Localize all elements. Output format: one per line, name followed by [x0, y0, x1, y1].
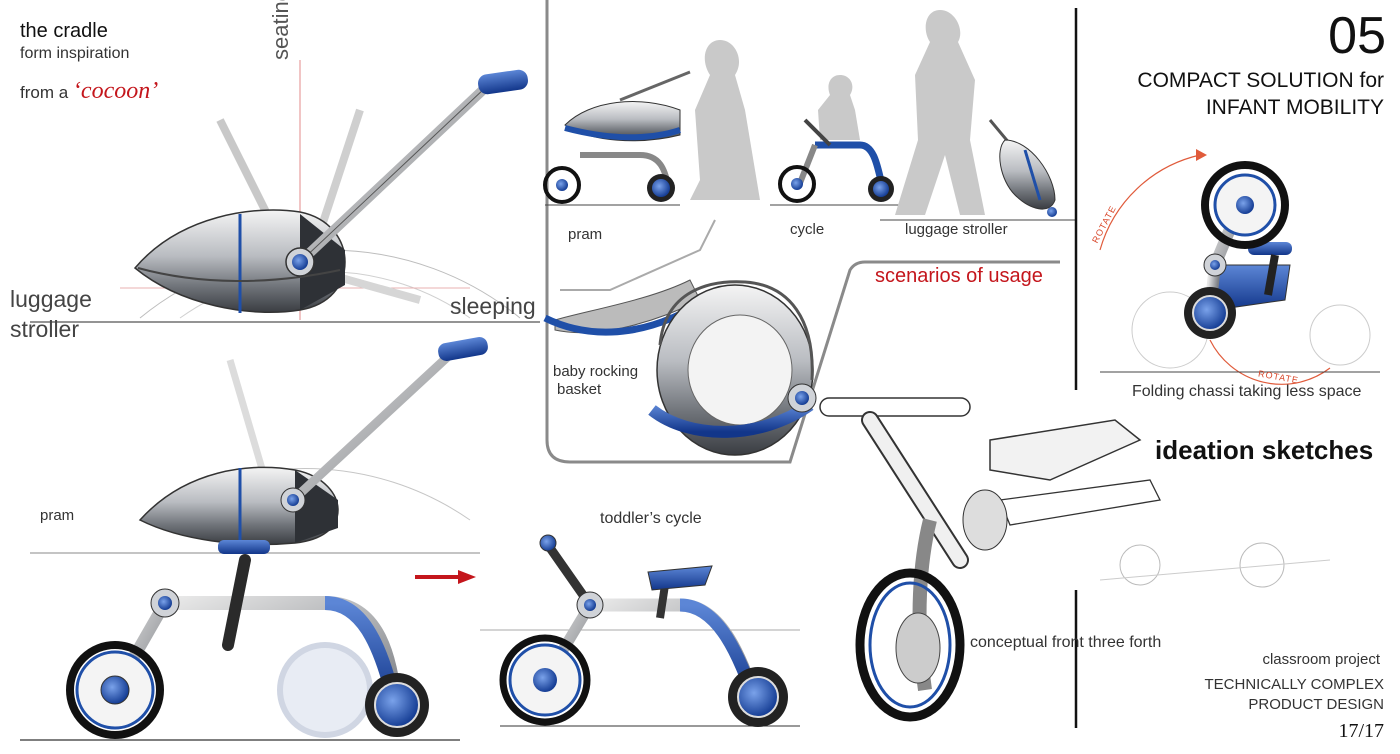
footer-line1: classroom project	[1262, 651, 1380, 668]
footer-line3: PRODUCT DESIGN	[1248, 696, 1384, 713]
luggage-label-line2: stroller	[10, 316, 80, 342]
sheet-title-line2: INFANT MOBILITY	[1205, 96, 1384, 119]
basket-sketch	[648, 280, 817, 456]
scenario-luggage-label: luggage stroller	[905, 221, 1008, 238]
page-number: 17/17	[1338, 720, 1384, 742]
scenario-pram-label: pram	[568, 226, 603, 243]
cocoon-luggage-sketch	[30, 60, 540, 323]
cradle-from: from a ‘cocoon’	[20, 78, 158, 105]
cradle-subtitle: form inspiration	[20, 45, 130, 62]
folding-chassis-sketch	[1074, 8, 1380, 390]
conceptual-label: conceptual front three forth	[970, 634, 1162, 651]
sleeping-label: sleeping	[450, 293, 536, 319]
footer-line2: TECHNICALLY COMPLEX	[1204, 676, 1385, 693]
ideation-heading: ideation sketches	[1155, 435, 1374, 465]
sheet-number: 05	[1328, 7, 1386, 65]
toddler-cycle-sketch	[480, 534, 800, 727]
scenario-luggage-sketch	[895, 10, 1057, 217]
folding-caption: Folding chassi taking less space	[1132, 383, 1362, 400]
scenario-cycle-sketch	[778, 75, 894, 203]
scenario-rocking-label-2: basket	[557, 381, 602, 398]
pram-label-main: pram	[40, 507, 75, 524]
pram-cycle-sketch	[20, 337, 488, 741]
seating-label: seating	[268, 0, 293, 60]
scenario-cycle-label: cycle	[790, 221, 825, 238]
cradle-from-prefix: from a	[20, 83, 69, 102]
cradle-title: the cradle	[20, 20, 108, 42]
toddler-label: toddler’s cycle	[600, 510, 702, 527]
luggage-label-line1: luggage	[10, 286, 92, 312]
cocoon-label: ‘cocoon’	[72, 78, 159, 104]
sheet-title-line1: COMPACT SOLUTION for	[1137, 69, 1384, 92]
scenario-rocking-label-1: baby rocking	[553, 363, 639, 380]
scenario-pram-sketch	[543, 40, 760, 204]
scenarios-heading: scenarios of usage	[875, 265, 1043, 287]
scenarios-frame	[545, 0, 1075, 464]
concept-three-quarter-sketch	[819, 397, 1331, 722]
